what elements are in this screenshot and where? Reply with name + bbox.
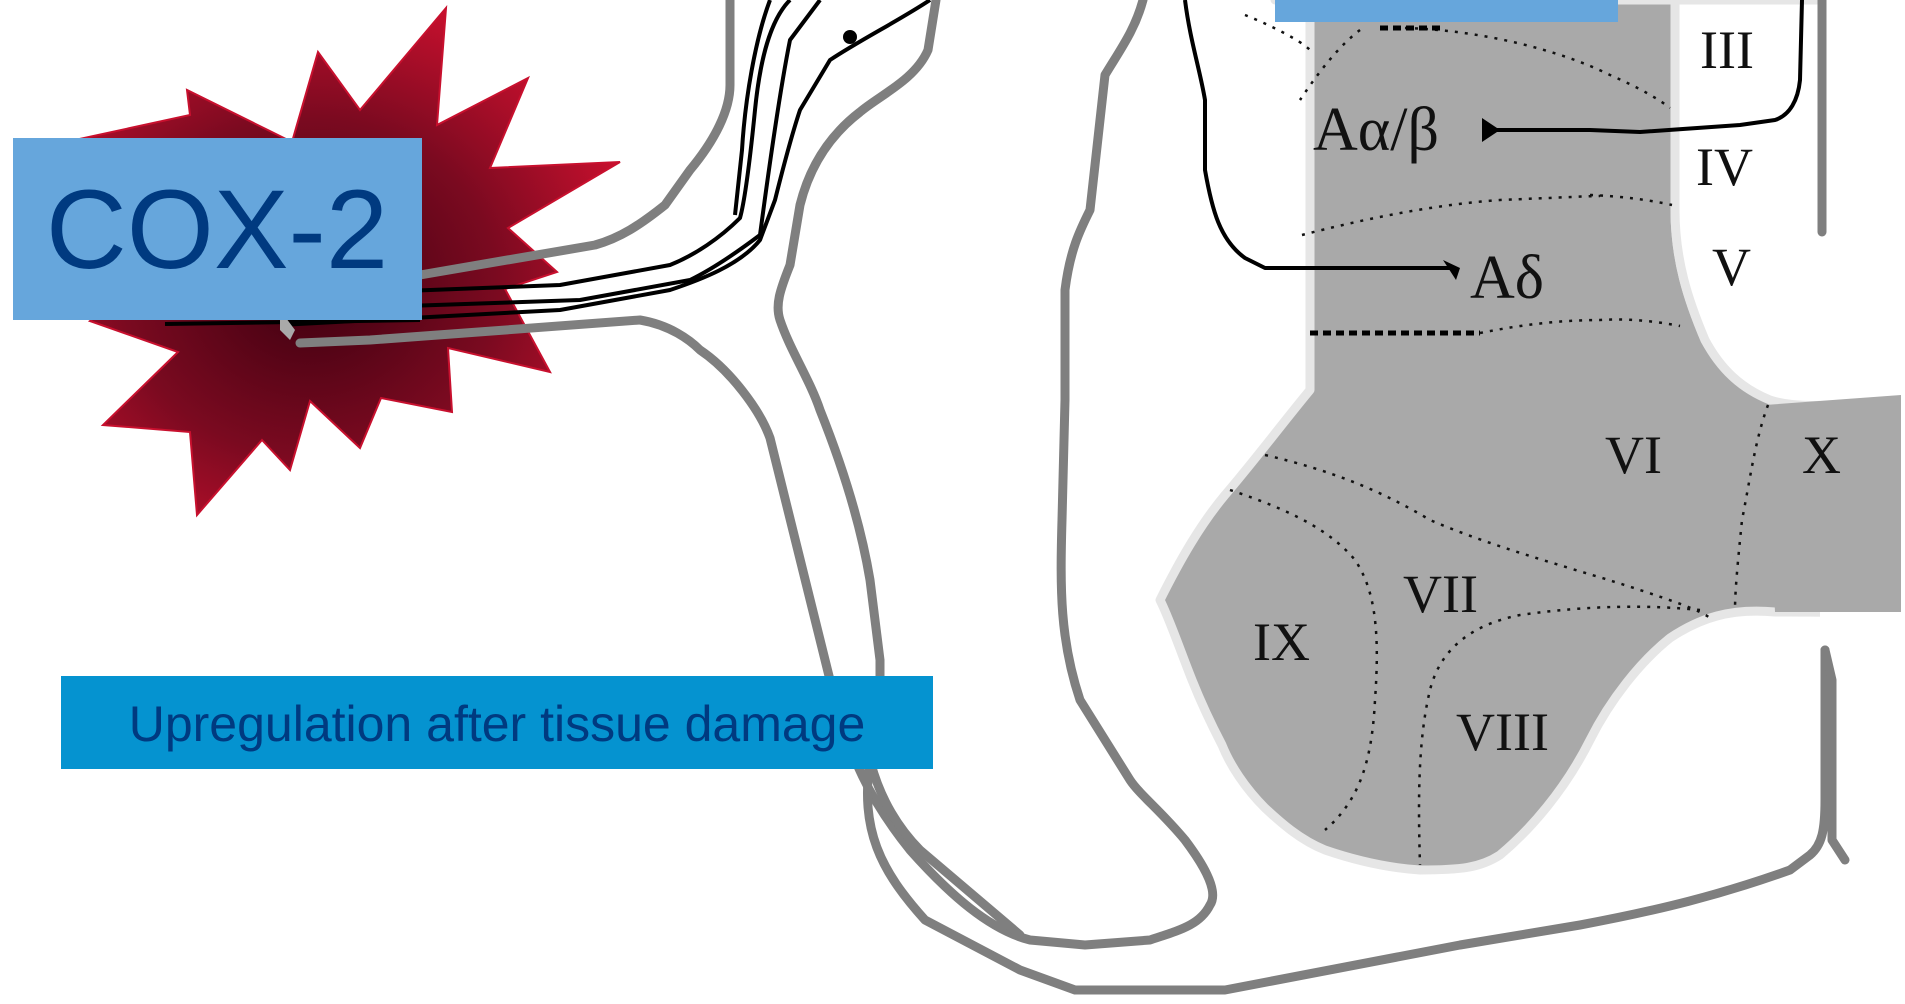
top-label-box: [1275, 0, 1618, 22]
a-delta-label: Aδ: [1470, 244, 1544, 312]
lamina-vii-label: VII: [1403, 564, 1478, 624]
cox2-label: COX-2: [46, 167, 388, 292]
lamina-viii-label: VIII: [1456, 702, 1549, 762]
lamina-iv-label: IV: [1696, 137, 1753, 197]
a-alpha-beta-label: Aα/β: [1313, 96, 1439, 164]
lamina-iii-label: III: [1700, 20, 1754, 80]
lamina-vi-label: VI: [1605, 425, 1662, 485]
caption-text: Upregulation after tissue damage: [129, 696, 866, 752]
lamina-ix-label: IX: [1253, 612, 1310, 672]
lamina-v-label: V: [1712, 237, 1751, 297]
lamina-x-label: X: [1802, 425, 1841, 485]
